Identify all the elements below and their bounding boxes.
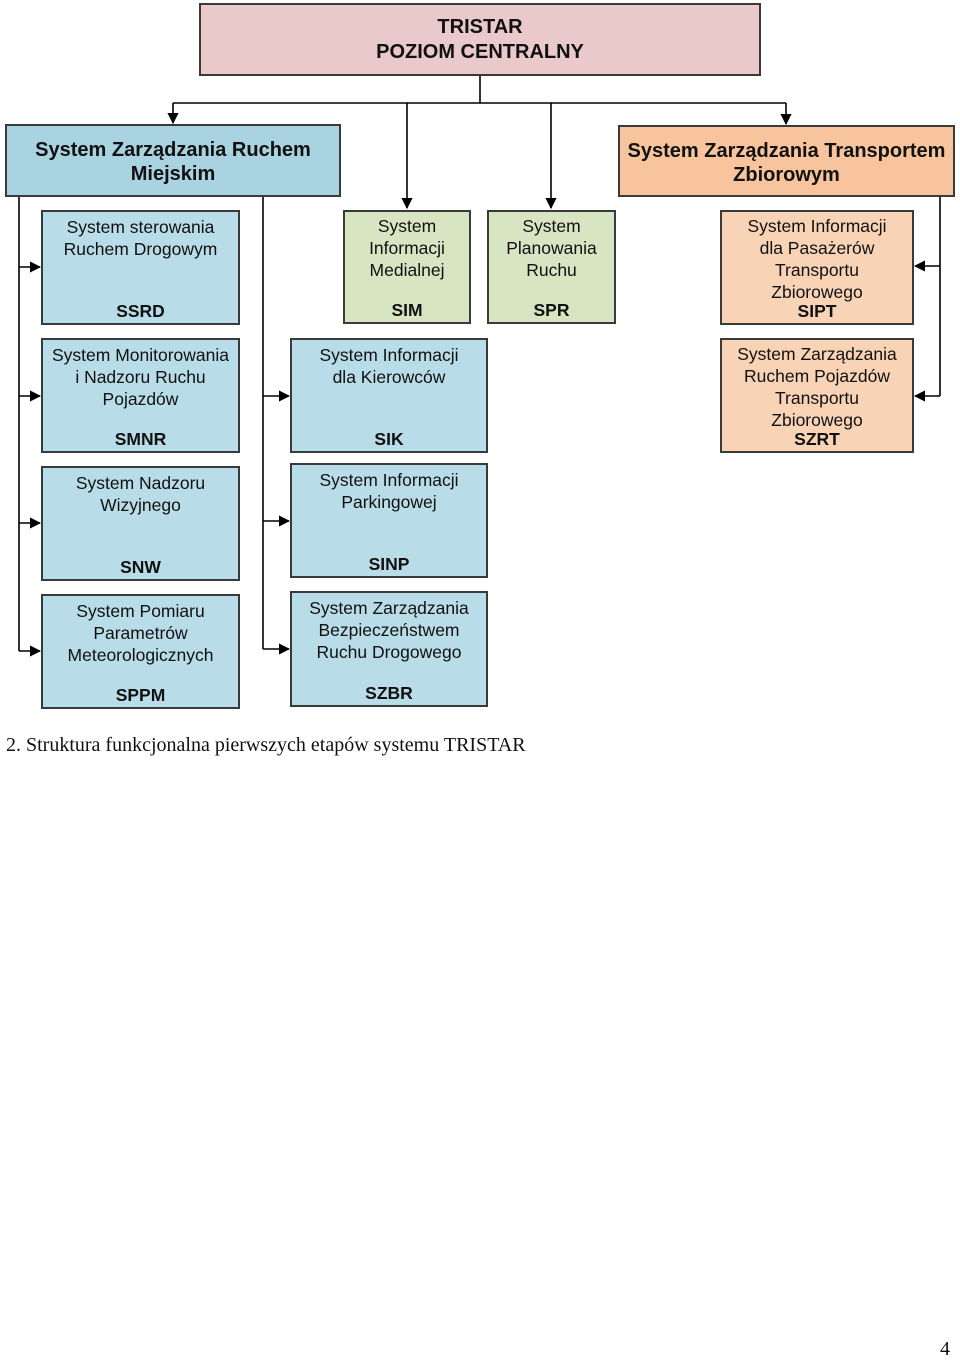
figure-caption: 2. Struktura funkcjonalna pierwszych eta… bbox=[6, 734, 526, 756]
node-sppm: System Pomiaru Parametrów Meteorologiczn… bbox=[41, 594, 240, 709]
node-spr: System Planowania Ruchu SPR bbox=[487, 210, 616, 324]
root-node: TRISTAR POZIOM CENTRALNY bbox=[199, 3, 761, 76]
node-name: System Pomiaru Parametrów Meteorologiczn… bbox=[67, 601, 214, 665]
node-szrt: System Zarządzania Ruchem Pojazdów Trans… bbox=[720, 338, 914, 453]
node-abbr: SZBR bbox=[365, 683, 413, 703]
group-transit-title: System Zarządzania Transportem Zbiorowym bbox=[627, 140, 946, 186]
node-ssrd: System sterowania Ruchem Drogowym SSRD bbox=[41, 210, 240, 325]
node-name: System Zarządzania Ruchem Pojazdów Trans… bbox=[737, 344, 897, 430]
node-sim: System Informacji Medialnej SIM bbox=[343, 210, 471, 324]
node-abbr: SSRD bbox=[116, 301, 165, 321]
node-abbr: SMNR bbox=[114, 429, 167, 449]
node-name: System sterowania Ruchem Drogowym bbox=[63, 217, 218, 259]
node-szbr: System Zarządzania Bezpieczeństwem Ruchu… bbox=[290, 591, 488, 707]
node-snw: System Nadzoru Wizyjnego SNW bbox=[41, 466, 240, 581]
node-name: System Informacji dla Kierowców bbox=[319, 345, 459, 387]
node-abbr: SINP bbox=[368, 554, 410, 574]
node-name: System Informacji Parkingowej bbox=[319, 470, 459, 512]
root-title: TRISTAR bbox=[437, 16, 523, 38]
node-name: System Monitorowania i Nadzoru Ruchu Poj… bbox=[51, 345, 230, 409]
node-name: System Zarządzania Bezpieczeństwem Ruchu… bbox=[309, 598, 469, 662]
node-abbr: SNW bbox=[120, 557, 161, 577]
group-urban: System Zarządzania Ruchem Miejskim bbox=[5, 124, 341, 197]
node-name: System Informacji dla Pasażerów Transpor… bbox=[747, 216, 887, 302]
node-sinp: System Informacji Parkingowej SINP bbox=[290, 463, 488, 578]
group-urban-title: System Zarządzania Ruchem Miejskim bbox=[35, 139, 311, 185]
page-number: 4 bbox=[940, 1338, 950, 1360]
group-transit: System Zarządzania Transportem Zbiorowym bbox=[618, 125, 955, 197]
node-name: System Informacji Medialnej bbox=[369, 216, 445, 280]
node-abbr: SZRT bbox=[794, 429, 840, 449]
node-abbr: SIPT bbox=[797, 301, 837, 321]
node-abbr: SPR bbox=[533, 300, 570, 320]
node-abbr: SIK bbox=[374, 429, 404, 449]
node-sik: System Informacji dla Kierowców SIK bbox=[290, 338, 488, 453]
node-name: System Planowania Ruchu bbox=[506, 216, 597, 280]
node-abbr: SPPM bbox=[115, 685, 166, 705]
node-name: System Nadzoru Wizyjnego bbox=[75, 473, 206, 515]
node-sipt: System Informacji dla Pasażerów Transpor… bbox=[720, 210, 914, 325]
node-abbr: SIM bbox=[391, 300, 423, 320]
root-subtitle: POZIOM CENTRALNY bbox=[376, 41, 584, 63]
node-smnr: System Monitorowania i Nadzoru Ruchu Poj… bbox=[41, 338, 240, 453]
